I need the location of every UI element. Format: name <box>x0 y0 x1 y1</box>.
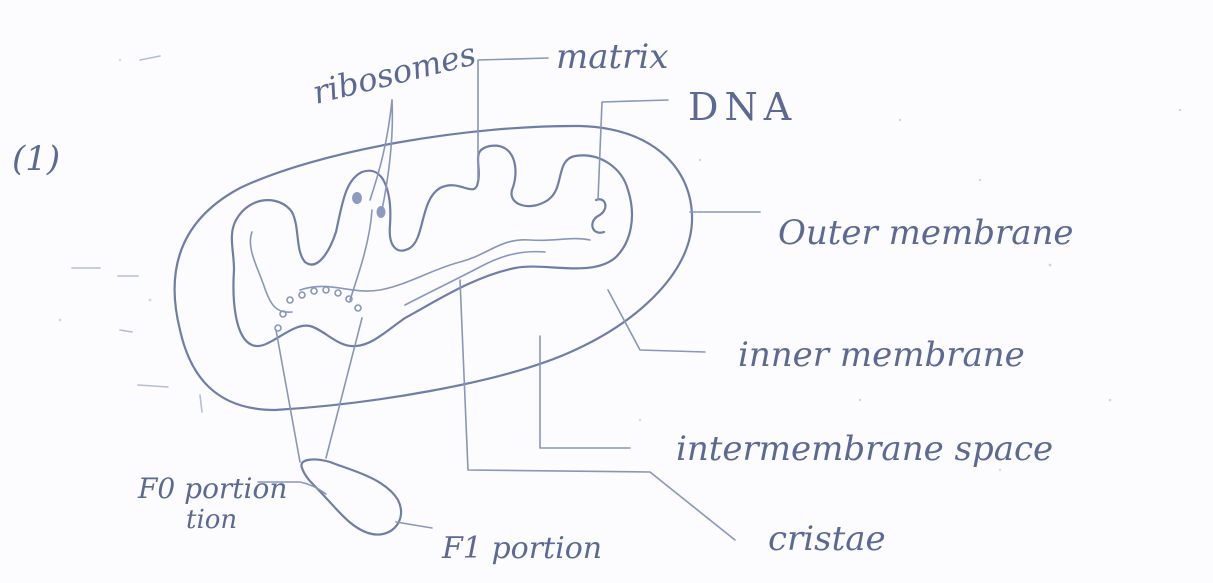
bleed-through-marks <box>72 56 202 412</box>
label-f0-portion-tion: tion <box>186 505 237 535</box>
paper-specks <box>59 59 1182 471</box>
label-outer-membrane: Outer membrane <box>778 213 1074 253</box>
label-matrix: matrix <box>556 37 668 77</box>
ribosome-dots <box>352 192 386 218</box>
label-f1-portion: F1 portion <box>441 531 602 566</box>
label-f0-portion: F0 portion <box>137 472 287 505</box>
crista-wavy-2 <box>405 252 545 305</box>
crista-loop <box>250 232 292 312</box>
crista-wavy <box>300 239 590 291</box>
label-intermembrane-space: intermembrane space <box>676 429 1053 469</box>
question-number: (1) <box>12 139 60 179</box>
label-inner-membrane: inner membrane <box>738 335 1025 375</box>
f1-leader <box>396 522 432 528</box>
f1-particles <box>275 287 361 331</box>
label-ribosomes: ribosomes <box>309 35 480 112</box>
label-dna: DNA <box>688 85 797 129</box>
inner-membrane-outline <box>232 146 632 347</box>
label-cristae: cristae <box>768 519 886 559</box>
crista-fold <box>350 210 372 300</box>
dna-squiggle <box>592 199 605 232</box>
atp-synthase-blob <box>301 460 401 535</box>
